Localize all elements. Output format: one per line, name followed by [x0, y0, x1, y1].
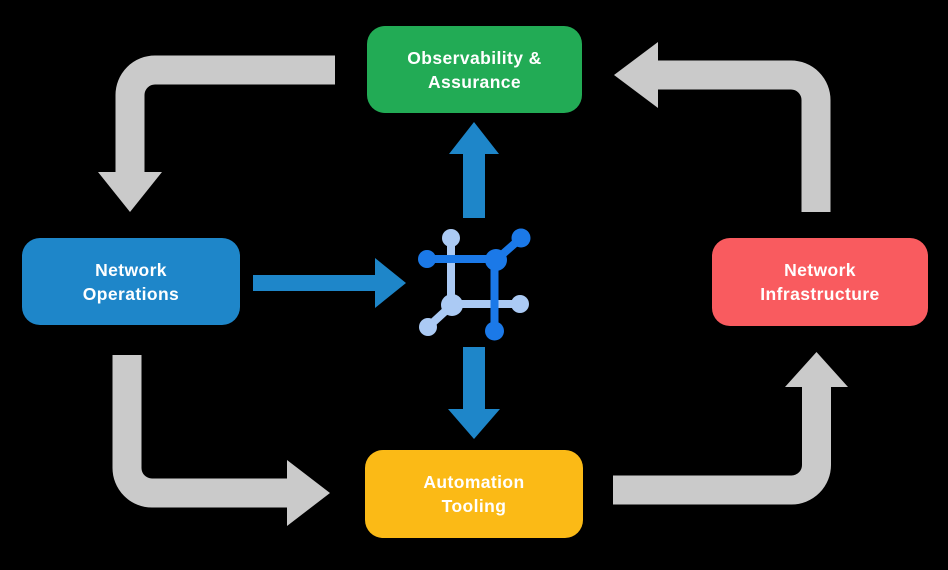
arrow-infrastructure-to-observability — [614, 42, 831, 212]
arrow-shaft — [253, 275, 375, 291]
icon-dark-nodes — [418, 228, 531, 341]
node-label-line1: Observability & — [407, 47, 542, 68]
arrow-platform-to-observability — [449, 122, 499, 218]
icon-light-nodes — [419, 229, 529, 336]
node-network-infrastructure: Network Infrastructure — [712, 238, 928, 326]
node-label-line2: Assurance — [427, 71, 522, 92]
node-network-operations: Network Operations — [22, 238, 240, 325]
node-label-line1: Network — [784, 260, 856, 280]
node-label-line2: Operations — [82, 283, 180, 304]
arrow-shaft — [658, 60, 831, 212]
node-label-line2: Tooling — [441, 496, 507, 516]
arrow-shaft — [613, 387, 831, 505]
arrow-automation-to-infrastructure — [613, 352, 848, 505]
arrow-operations-to-automation — [112, 355, 330, 526]
arrow-head-icon — [375, 258, 406, 308]
arrow-head-icon — [448, 409, 500, 439]
node-label-line1: Network — [95, 259, 167, 280]
arrow-shaft — [463, 153, 485, 218]
arrow-head-icon — [614, 42, 658, 108]
network-platform-icon — [418, 228, 531, 341]
arrow-shaft — [112, 355, 287, 508]
arrow-shaft — [463, 347, 485, 410]
node-label-line1: Automation — [423, 472, 525, 492]
arrow-platform-to-automation — [448, 347, 500, 439]
arrow-operations-to-platform — [253, 258, 406, 308]
node-observability-assurance: Observability & Assurance — [367, 26, 582, 113]
arrow-head-icon — [287, 460, 330, 526]
arrow-observability-to-operations — [98, 55, 335, 212]
arrow-head-icon — [449, 122, 499, 154]
arrow-head-icon — [785, 352, 848, 387]
node-automation-tooling: Automation Tooling — [365, 450, 583, 538]
arrow-head-icon — [98, 172, 162, 212]
arrow-shaft — [115, 55, 335, 172]
node-label-line2: Infrastructure — [760, 284, 880, 304]
